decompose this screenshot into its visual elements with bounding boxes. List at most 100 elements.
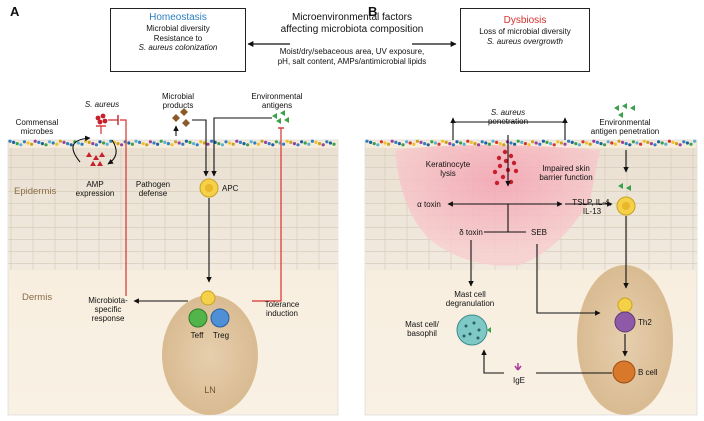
commensal-microbe (545, 140, 549, 144)
commensal-microbe (159, 139, 163, 143)
commensal-microbe (292, 142, 296, 146)
commensal-microbe (264, 140, 268, 144)
commensal-microbe (675, 142, 679, 146)
commensal-microbe (130, 142, 134, 146)
commensal-microbe (531, 140, 535, 144)
commensal-microbe (76, 141, 80, 145)
commensal-microbe (646, 140, 650, 144)
commensal-microbe (181, 142, 185, 146)
commensal-microbe (462, 142, 466, 146)
commensal-microbe (58, 139, 63, 143)
commensal-microbe (527, 143, 531, 147)
commensal-microbe (624, 142, 628, 146)
commensal-microbe (148, 140, 152, 144)
epidermis-label-a: Epidermis (14, 186, 57, 197)
commensal-microbe (484, 141, 488, 145)
commensal-microbe (134, 139, 138, 143)
commensal-microbe (127, 141, 131, 145)
commensal-microbe (401, 143, 405, 147)
commensal-microbe (102, 141, 106, 145)
commensal-microbe (33, 139, 37, 143)
commensal-microbe (678, 143, 682, 147)
environmental-antigens-a (272, 110, 289, 124)
homeostasis-box: Homeostasis Microbial diversity Resistan… (110, 8, 246, 72)
commensal-microbe (231, 142, 235, 146)
commensal-microbe (444, 140, 448, 144)
commensal-microbe (235, 139, 239, 143)
commensal-microbe (671, 140, 675, 144)
commensal-microbe (44, 143, 48, 147)
inflamed-epidermis (395, 145, 600, 266)
commensal-microbe (62, 140, 66, 144)
commensal-microbe (394, 140, 398, 144)
commensal-microbe (433, 141, 437, 145)
homeostasis-line2: Resistance to (153, 33, 203, 43)
dysbiosis-line2: S. aureus overgrowth (486, 36, 564, 46)
commensal-microbe (174, 140, 178, 144)
commensal-microbe (606, 140, 610, 144)
commensal-microbe (249, 140, 253, 144)
commensal-microbe (660, 141, 664, 145)
commensal-microbe (307, 142, 311, 146)
panel-b-skin (364, 139, 698, 416)
commensal-microbe (260, 139, 264, 143)
commensal-microbe (552, 143, 556, 147)
dermis-label-a: Dermis (22, 292, 53, 303)
commensal-microbe (170, 143, 174, 147)
commensal-microbe (469, 140, 473, 144)
commensal-microbe (603, 143, 607, 147)
commensal-microbe (480, 140, 484, 144)
commensal-microbe (285, 139, 289, 143)
alpha-toxin-label: α toxin (417, 200, 441, 209)
homeostasis-title: Homeostasis (149, 12, 207, 23)
commensal-microbe (40, 142, 45, 146)
commensal-microbe (487, 142, 491, 146)
commensal-microbe (369, 140, 373, 144)
commensal-microbe (145, 143, 149, 147)
b-cell (612, 360, 636, 384)
commensal-microbe (441, 139, 445, 143)
center-title-line1: Microenvironmental factors (291, 12, 413, 23)
commensal-microbe (613, 142, 618, 146)
mast-cell-basophil-label: Mast cell/basophil (405, 320, 439, 338)
commensal-microbe (238, 140, 242, 144)
commensal-microbe (426, 143, 430, 147)
environmental-antigens-b (614, 103, 635, 191)
commensal-microbe (419, 140, 423, 144)
commensal-microbe (397, 142, 401, 146)
commensal-microbe (556, 140, 560, 144)
commensal-microbe (303, 141, 307, 145)
commensal-microbe (466, 139, 470, 143)
microbial-products (172, 108, 190, 127)
commensal-microbe (437, 142, 441, 146)
s-aureus-label-a: S. aureus (84, 100, 120, 109)
commensal-microbe (538, 142, 542, 146)
lymph-node (162, 295, 258, 415)
commensal-microbe (199, 140, 203, 144)
delta-toxin-label: δ toxin (459, 228, 483, 237)
commensal-microbe (599, 142, 603, 146)
commensal-microbe (152, 141, 156, 145)
commensal-microbe (379, 140, 383, 144)
commensal-microbe (328, 141, 332, 145)
dysbiosis-box: Dysbiosis Loss of microbial diversity S.… (460, 8, 590, 72)
commensal-microbe (184, 139, 188, 143)
commensal-microbe (649, 142, 654, 146)
commensal-microbe (98, 140, 102, 144)
commensal-microbe (574, 142, 578, 146)
commensal-microbe (253, 141, 257, 145)
commensal-microbe (271, 143, 275, 147)
ln-label-a: LN (204, 385, 216, 395)
commensal-microbe (163, 140, 167, 144)
commensal-microbe (228, 141, 232, 145)
commensal-microbe (256, 142, 260, 146)
commensal-microbe (365, 139, 369, 143)
commensal-microbe (166, 142, 170, 146)
